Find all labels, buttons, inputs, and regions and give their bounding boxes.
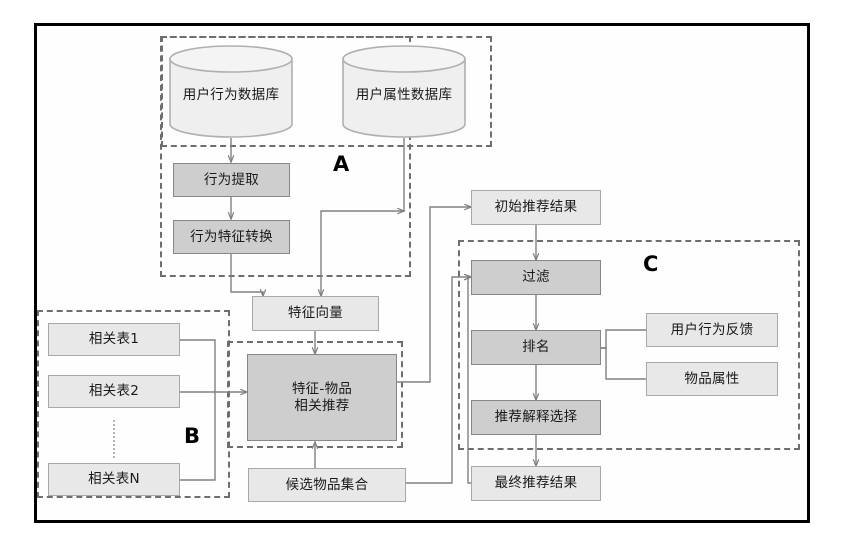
- node-candidate-item-set[interactable]: 候选物品集合: [248, 468, 406, 502]
- group-label-c: C: [643, 252, 659, 276]
- node-initial-recommendation-result[interactable]: 初始推荐结果: [471, 190, 601, 225]
- node-recommendation-explanation-selection[interactable]: 推荐解释选择: [471, 400, 601, 435]
- node-relation-table-n[interactable]: 相关表N: [48, 463, 180, 496]
- node-final-recommendation-result[interactable]: 最终推荐结果: [471, 466, 601, 501]
- group-box-b: [37, 310, 230, 498]
- node-user-behavior-feedback[interactable]: 用户行为反馈: [646, 313, 778, 347]
- node-ranking[interactable]: 排名: [471, 330, 601, 365]
- group-label-a: A: [333, 152, 350, 176]
- node-filter[interactable]: 过滤: [471, 260, 601, 295]
- group-box-a: [160, 36, 411, 277]
- node-relation-table-1[interactable]: 相关表1: [48, 323, 180, 356]
- node-feature-item-recommendation-label: 特征-物品相关推荐: [291, 380, 353, 414]
- node-feature-vector[interactable]: 特征向量: [252, 296, 379, 331]
- node-item-attribute[interactable]: 物品属性: [646, 362, 778, 396]
- node-relation-table-2[interactable]: 相关表2: [48, 375, 180, 408]
- node-behavior-feature-transform[interactable]: 行为特征转换: [173, 220, 290, 254]
- node-feature-item-recommendation[interactable]: 特征-物品相关推荐: [247, 354, 397, 441]
- user-attribute-db: 用户属性数据库: [341, 45, 467, 138]
- group-label-b: B: [184, 424, 201, 448]
- user-behavior-db-label: 用户行为数据库: [182, 86, 280, 103]
- user-attribute-db-label: 用户属性数据库: [355, 86, 453, 103]
- node-behavior-extraction[interactable]: 行为提取: [173, 163, 290, 197]
- relation-table-ellipsis: [113, 420, 117, 458]
- user-behavior-db: 用户行为数据库: [168, 45, 294, 138]
